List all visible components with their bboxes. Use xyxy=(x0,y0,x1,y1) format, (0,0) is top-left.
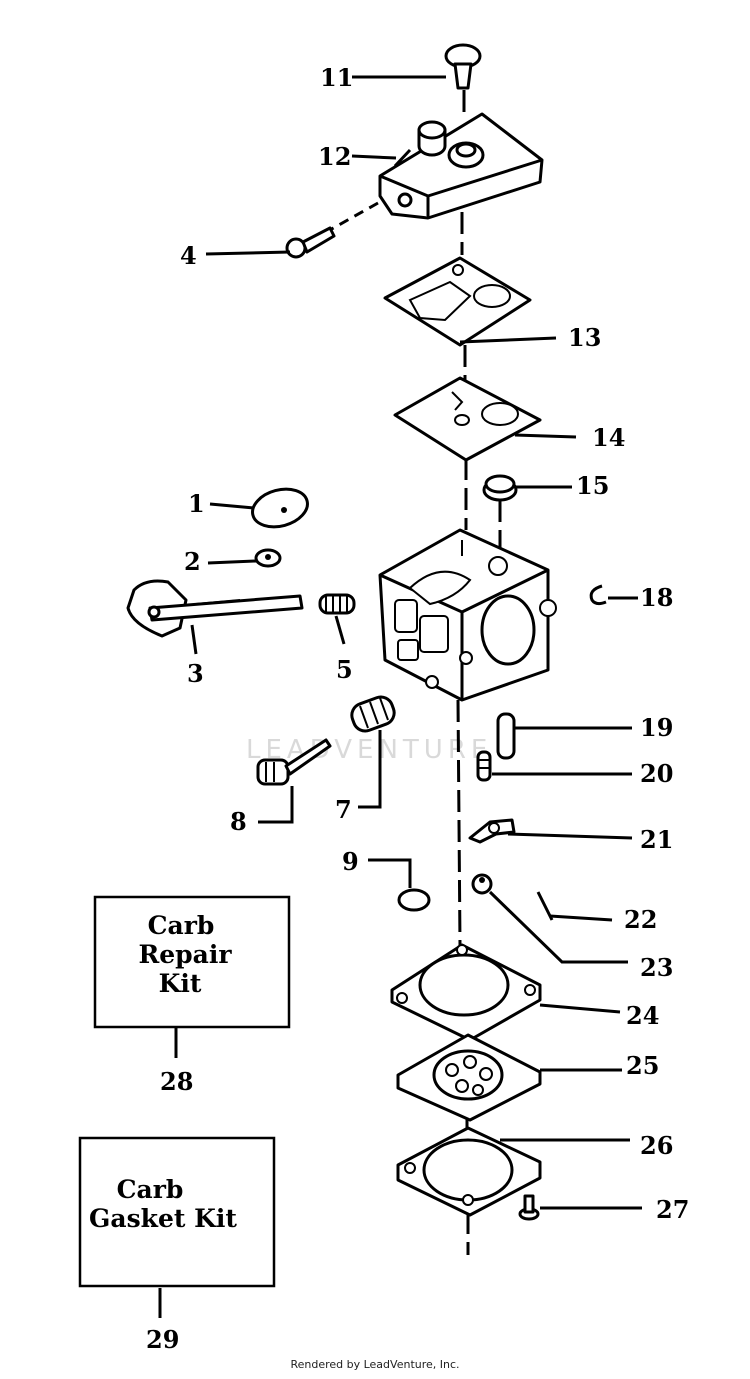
callout-29: 29 xyxy=(146,1325,179,1354)
callout-9: 9 xyxy=(342,847,359,876)
callout-27: 27 xyxy=(656,1195,689,1224)
leader-lines xyxy=(158,75,642,1318)
part-14-gasket xyxy=(393,376,542,462)
part-2-washer xyxy=(254,548,282,568)
callout-28: 28 xyxy=(160,1067,193,1096)
callout-4: 4 xyxy=(180,241,197,270)
part-21-needle-lever xyxy=(468,818,516,844)
callout-25: 25 xyxy=(626,1051,659,1080)
part-3-throttle-shaft xyxy=(126,579,304,638)
part-11-screw xyxy=(444,43,482,90)
callout-5: 5 xyxy=(336,655,353,684)
callout-24: 24 xyxy=(626,1001,659,1030)
part-23-screw xyxy=(471,873,493,895)
part-4-screw xyxy=(285,226,336,259)
kit-box-29: Carb Gasket Kit xyxy=(78,1136,276,1288)
kit-29-line-1: Carb xyxy=(117,1175,184,1204)
kit-28-line-1: Carb xyxy=(148,911,215,940)
part-27-screw xyxy=(518,1194,540,1221)
callout-15: 15 xyxy=(576,471,609,500)
part-5-spring xyxy=(318,593,356,615)
part-15-cap xyxy=(482,474,518,502)
part-7-spring xyxy=(350,695,396,733)
callout-18: 18 xyxy=(640,583,673,612)
callout-26: 26 xyxy=(640,1131,673,1160)
callout-numbers: 11 12 4 13 14 15 1 2 18 3 5 19 20 7 8 21… xyxy=(146,63,689,1354)
watermark: LEADVENTURE xyxy=(246,735,492,765)
callout-2: 2 xyxy=(184,547,201,576)
footer-credit: Rendered by LeadVenture, Inc. xyxy=(290,1358,460,1371)
part-19-pin xyxy=(496,712,516,760)
callout-21: 21 xyxy=(640,825,673,854)
part-20-spring xyxy=(476,750,492,782)
assembly-axis xyxy=(311,90,502,1255)
carburetor-body xyxy=(378,528,557,702)
kit-28-line-2: Repair xyxy=(138,940,232,969)
part-22-pin xyxy=(536,891,554,921)
callout-12: 12 xyxy=(318,142,351,171)
callout-7: 7 xyxy=(335,795,352,824)
callout-8: 8 xyxy=(230,807,247,836)
callout-20: 20 xyxy=(640,759,673,788)
callout-22: 22 xyxy=(624,905,657,934)
callout-11: 11 xyxy=(320,63,353,92)
callout-1: 1 xyxy=(188,489,205,518)
part-8-mixture-screw xyxy=(256,738,332,786)
kit-29-line-2: Gasket Kit xyxy=(89,1204,237,1233)
part-12-pump-cover xyxy=(378,112,544,220)
callout-23: 23 xyxy=(640,953,673,982)
kit-box-28: Carb Repair Kit xyxy=(93,895,291,1029)
callout-14: 14 xyxy=(592,423,625,452)
part-9-plug xyxy=(397,888,431,912)
part-18-clip xyxy=(589,584,607,606)
part-26-cover xyxy=(396,1126,542,1217)
callout-13: 13 xyxy=(568,323,601,352)
part-1-disc xyxy=(251,487,309,529)
callout-3: 3 xyxy=(187,659,204,688)
callout-19: 19 xyxy=(640,713,673,742)
part-13-pump-diaphragm xyxy=(383,256,532,347)
part-25-diaphragm xyxy=(396,1033,542,1122)
kit-28-line-3: Kit xyxy=(159,969,202,998)
part-24-gasket xyxy=(390,943,542,1042)
